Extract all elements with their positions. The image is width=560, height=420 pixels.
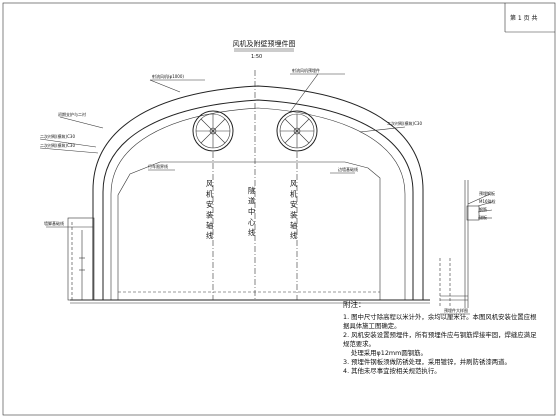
detail-label-3: 钢筋 [479, 206, 487, 212]
label-left-1: 初期支护与二衬 [58, 111, 86, 117]
notes-block: 附注： 1. 图中尺寸除高程以米计外，余均以厘米计。本图风机安装位置应根据具体施… [343, 300, 538, 376]
detail-label-4: 锚板 [479, 214, 487, 220]
leader [39, 147, 99, 154]
label-top-right: 射流风机预埋件 [292, 67, 320, 73]
leader [149, 79, 181, 93]
jet-fan-left [192, 110, 234, 152]
leader [39, 138, 97, 148]
note-item: 3. 预埋件钢板须做防锈处理，采用镀锌，并刷防锈漆两道。 [343, 358, 511, 367]
centerline-label: 隧道中心线 [248, 186, 255, 237]
label-left-4: 墙脚基础线 [44, 220, 64, 226]
note-item: 1. 图中尺寸除高程以米计外，余均以厘米计。本图风机安装位置应根据具体施工图确定… [343, 312, 537, 330]
drawing-title: 风机及附壁预埋件图 [233, 39, 296, 48]
label-top-left: 射流风机(φ1000) [152, 73, 184, 79]
label-mid-left: 行车限界线 [148, 163, 168, 169]
detail-label-2: M16锚栓 [479, 198, 496, 204]
fan-axis-right-label: 风机安装轴线 [290, 179, 298, 240]
note-item: 2. 风机安装设置预埋件，所有预埋件应与钢筋焊接牢固，焊缝应满足规范要求。 [343, 330, 537, 348]
outer-lining-arch [92, 85, 424, 300]
inner-lining-arch [110, 107, 406, 300]
sheet-border [2, 2, 556, 416]
page-label: 第 1 页 共 [510, 14, 538, 22]
embedded-part-detail [439, 180, 493, 308]
label-right-2: 边墙基础线 [338, 166, 358, 172]
left-footing [67, 217, 95, 301]
leader [59, 116, 104, 129]
label-right-1: 二次衬砌(模筑)C30 [387, 120, 422, 126]
detail-caption: 预埋件大样图 [444, 307, 468, 313]
label-left-2: 二次衬砌(模筑)C30 [40, 133, 75, 139]
fan-axis-left-label: 风机安装轴线 [206, 179, 214, 240]
jet-fan-right [276, 110, 318, 152]
leader [289, 73, 319, 113]
leader [359, 126, 406, 133]
notes-heading: 附注： [343, 300, 366, 309]
note-item: 处理采用φ12mm圆钢筋。 [351, 349, 427, 358]
note-item: 4. 其他未尽事宜按相关规范执行。 [343, 367, 441, 376]
secondary-lining-arch [102, 99, 414, 300]
detail-label-1: 预埋钢板 [479, 190, 495, 196]
clearance-outline [117, 161, 381, 300]
drawing-scale: 1:50 [251, 54, 262, 60]
label-left-3: 二次衬砌(模筑)C30 [40, 142, 75, 148]
